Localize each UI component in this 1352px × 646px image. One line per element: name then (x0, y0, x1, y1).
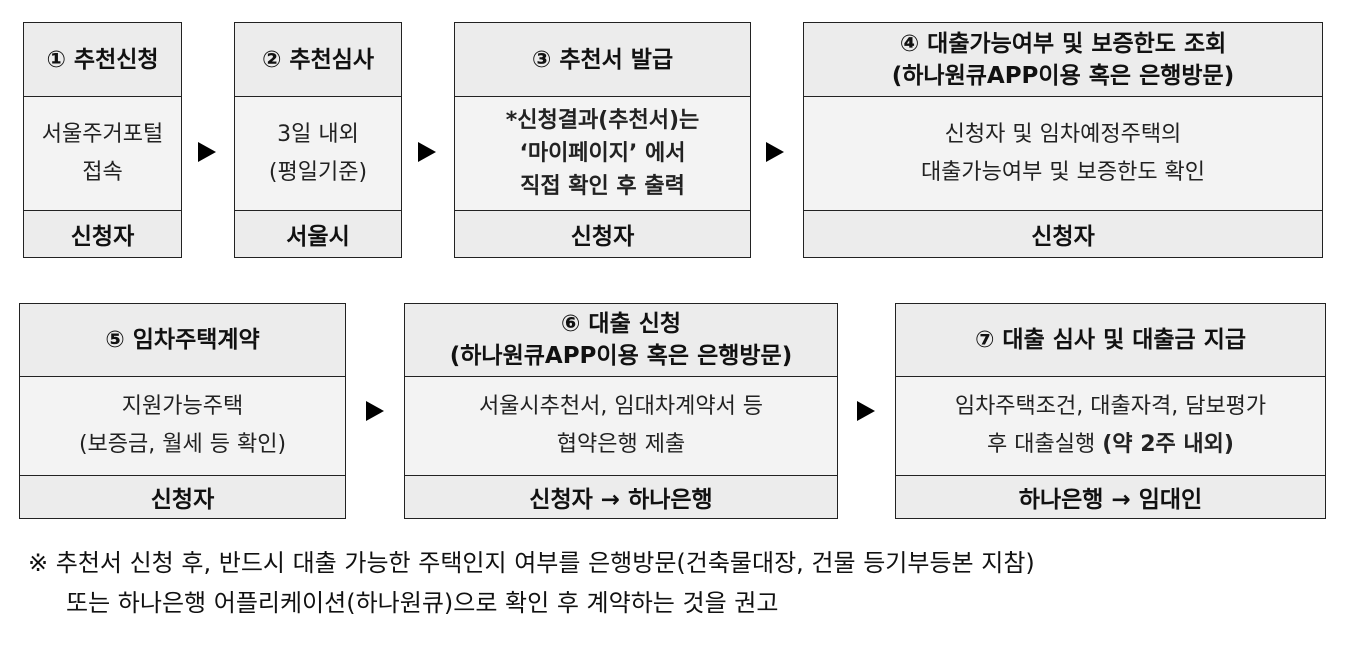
step-body: *신청결과(추천서)는 ‘마이페이지’ 에서 직접 확인 후 출력 (455, 97, 750, 210)
step-body-line: ‘마이페이지’ 에서 (519, 141, 686, 166)
step-header: ② 추천심사 (235, 23, 401, 97)
step-title: ⑤ 임차주택계약 (105, 327, 260, 353)
step-body-line: 후 대출실행 (약 2주 내외) (987, 426, 1234, 464)
step-header: ③ 추천서 발급 (455, 23, 750, 97)
step-subtitle: (하나원큐APP이용 혹은 은행방문) (891, 62, 1235, 89)
step-header: ① 추천신청 (24, 23, 181, 97)
step-header: ④ 대출가능여부 및 보증한도 조회 (하나원큐APP이용 혹은 은행방문) (804, 23, 1322, 97)
step-title: ④ 대출가능여부 및 보증한도 조회 (899, 30, 1227, 57)
step-header: ⑤ 임차주택계약 (20, 304, 345, 377)
step-actor: 신청자 (804, 210, 1322, 257)
step-body-line: (평일기준) (268, 159, 368, 185)
step-body: 임차주택조건, 대출자격, 담보평가 후 대출실행 (약 2주 내외) (896, 377, 1325, 475)
arrow-right-icon (857, 401, 875, 421)
step-body-line: 서울주거포털 (41, 121, 164, 147)
arrow-right-icon (766, 142, 784, 162)
step-4-loan-eligibility-inquiry: ④ 대출가능여부 및 보증한도 조회 (하나원큐APP이용 혹은 은행방문) 신… (803, 22, 1323, 258)
arrow-right-icon (366, 401, 384, 421)
step-title: ② 추천심사 (261, 46, 375, 73)
step-body-line: 서울시추천서, 임대차계약서 등 (478, 394, 764, 419)
step-body-line: 직접 확인 후 출력 (520, 174, 685, 199)
step-body: 서울시추천서, 임대차계약서 등 협약은행 제출 (405, 377, 837, 475)
step-2-recommendation-review: ② 추천심사 3일 내외 (평일기준) 서울시 (234, 22, 402, 258)
step-body-line: 임차주택조건, 대출자격, 담보평가 (954, 394, 1267, 419)
step-body: 3일 내외 (평일기준) (235, 97, 401, 210)
step-body-line: 지원가능주택 (121, 394, 244, 419)
step-actor: 신청자 (24, 210, 181, 257)
arrow-right-icon (198, 142, 216, 162)
step-body-line: 3일 내외 (277, 121, 359, 147)
step-7-loan-review-and-disbursement: ⑦ 대출 심사 및 대출금 지급 임차주택조건, 대출자격, 담보평가 후 대출… (895, 303, 1326, 519)
step-actor: 신청자 (20, 475, 345, 518)
step-6-loan-application: ⑥ 대출 신청 (하나원큐APP이용 혹은 은행방문) 서울시추천서, 임대차계… (404, 303, 838, 519)
step-body-line: *신청결과(추천서)는 (505, 108, 700, 133)
step-body-emphasis: (약 2주 내외) (1102, 432, 1234, 457)
arrow-right-icon (418, 142, 436, 162)
step-3-recommendation-issuance: ③ 추천서 발급 *신청결과(추천서)는 ‘마이페이지’ 에서 직접 확인 후 … (454, 22, 751, 258)
step-title: ⑦ 대출 심사 및 대출금 지급 (974, 327, 1247, 353)
step-body-line: 협약은행 제출 (556, 432, 686, 457)
step-actor: 신청자 → 하나은행 (405, 475, 837, 518)
step-body: 신청자 및 임차예정주택의 대출가능여부 및 보증한도 확인 (804, 97, 1322, 210)
step-actor: 하나은행 → 임대인 (896, 475, 1325, 518)
step-body: 서울주거포털 접속 (24, 97, 181, 210)
step-5-lease-contract: ⑤ 임차주택계약 지원가능주택 (보증금, 월세 등 확인) 신청자 (19, 303, 346, 519)
step-body-line: 접속 (82, 159, 123, 185)
step-actor: 서울시 (235, 210, 401, 257)
step-title: ① 추천신청 (46, 46, 159, 73)
step-body-line: (보증금, 월세 등 확인) (78, 432, 287, 457)
footnote-line-1: ※ 추천서 신청 후, 반드시 대출 가능한 주택인지 여부를 은행방문(건축물… (28, 549, 1035, 577)
footnote-line-2: 또는 하나은행 어플리케이션(하나원큐)으로 확인 후 계약하는 것을 권고 (66, 589, 779, 617)
step-header: ⑦ 대출 심사 및 대출금 지급 (896, 304, 1325, 377)
step-1-recommendation-application: ① 추천신청 서울주거포털 접속 신청자 (23, 22, 182, 258)
step-body-line: 대출가능여부 및 보증한도 확인 (920, 159, 1206, 185)
step-title: ③ 추천서 발급 (531, 46, 674, 73)
step-title: ⑥ 대출 신청 (560, 311, 682, 337)
step-header: ⑥ 대출 신청 (하나원큐APP이용 혹은 은행방문) (405, 304, 837, 377)
step-body-line: 신청자 및 임차예정주택의 (944, 121, 1182, 147)
step-actor: 신청자 (455, 210, 750, 257)
step-subtitle: (하나원큐APP이용 혹은 은행방문) (449, 343, 793, 369)
step-body: 지원가능주택 (보증금, 월세 등 확인) (20, 377, 345, 475)
step-body-text: 후 대출실행 (987, 432, 1096, 457)
